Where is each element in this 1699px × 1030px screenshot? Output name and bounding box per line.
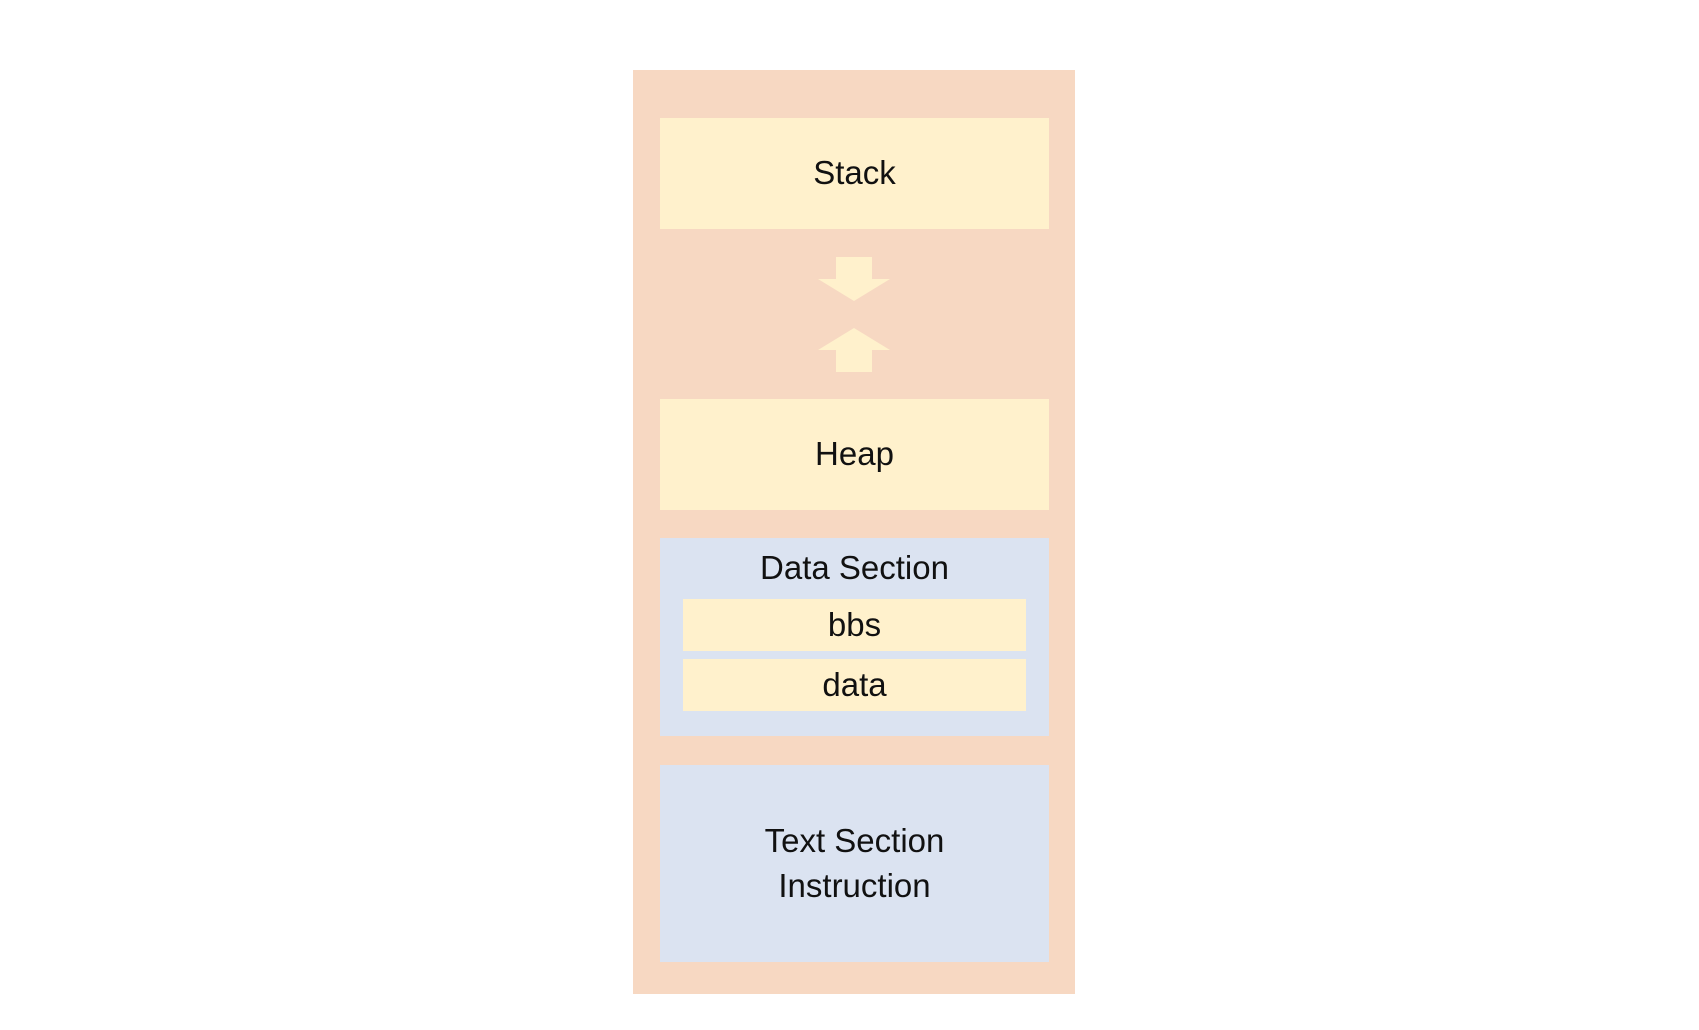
- heap-segment: Heap: [660, 399, 1049, 510]
- bbs-label: bbs: [827, 606, 882, 643]
- data-label: data: [822, 666, 887, 703]
- heap-label: Heap: [815, 435, 894, 473]
- text-section-subtitle: Instruction: [778, 866, 931, 904]
- heap-growth-up-arrow: [818, 328, 890, 372]
- data-subsection: data: [683, 659, 1026, 711]
- stack-segment: Stack: [660, 118, 1049, 229]
- stack-label: Stack: [813, 154, 896, 192]
- data-section-title: Data Section: [760, 549, 949, 586]
- text-section: Text Section Instruction: [660, 765, 1049, 962]
- bbs-subsection: bbs: [683, 599, 1026, 651]
- data-section: Data Section bbs data: [660, 538, 1049, 736]
- stack-growth-down-arrow: [818, 257, 890, 301]
- text-section-title: Text Section: [764, 821, 945, 859]
- memory-layout: Stack Heap Data Section bbs data Text Se…: [633, 70, 1075, 994]
